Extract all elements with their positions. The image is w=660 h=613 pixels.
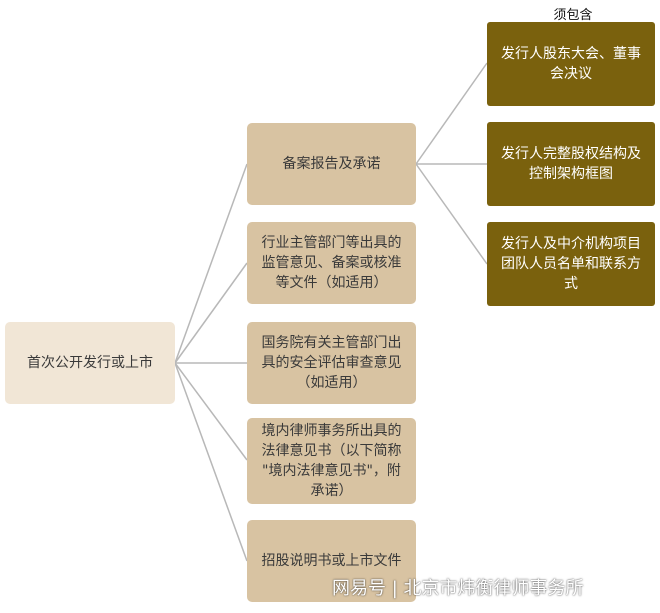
right-node-team-contacts: 发行人及中介机构项目 团队人员名单和联系方 式	[487, 222, 655, 306]
connector-root-mid-4	[174, 362, 248, 461]
connector-mid-right-1	[415, 62, 488, 165]
mid-node-prospectus: 招股说明书或上市文件	[247, 520, 416, 602]
right-node-shareholder-resolution: 发行人股东大会、董事 会决议	[487, 22, 655, 106]
mid-node-label: 境内律师事务所出具的 法律意见书（以下简称 "境内法律意见书"，附 承诺）	[261, 423, 402, 499]
mid-node-label: 备案报告及承诺	[282, 156, 381, 172]
mid-node-label: 国务院有关主管部门出 具的安全评估审查意见 （如适用）	[261, 335, 402, 391]
root-node-label: 首次公开发行或上市	[27, 355, 153, 371]
mid-node-legal-opinion: 境内律师事务所出具的 法律意见书（以下简称 "境内法律意见书"，附 承诺）	[247, 418, 416, 504]
connector-root-mid-2	[174, 262, 248, 364]
root-node: 首次公开发行或上市	[5, 322, 175, 404]
mid-node-regulatory-opinion: 行业主管部门等出具的 监管意见、备案或核准 等文件（如适用）	[247, 222, 416, 304]
right-node-equity-structure: 发行人完整股权结构及 控制架构框图	[487, 122, 655, 206]
connector-mid-right-3	[415, 163, 488, 265]
connector-root-mid-1	[174, 163, 248, 364]
watermark-text: 网易号 | 北京市炜衡律师事务所	[332, 578, 584, 599]
right-node-label: 发行人股东大会、董事 会决议	[501, 46, 641, 82]
right-node-label: 发行人完整股权结构及 控制架构框图	[501, 146, 641, 182]
mid-node-label: 行业主管部门等出具的 监管意见、备案或核准 等文件（如适用）	[261, 235, 402, 291]
mid-node-security-review: 国务院有关主管部门出 具的安全评估审查意见 （如适用）	[247, 322, 416, 404]
mid-node-filing-report: 备案报告及承诺	[247, 123, 416, 205]
mid-node-label: 招股说明书或上市文件	[261, 553, 402, 569]
right-node-label: 发行人及中介机构项目 团队人员名单和联系方 式	[501, 236, 641, 292]
include-label: 须包含	[553, 8, 593, 23]
connector-root-mid-5	[174, 362, 248, 562]
